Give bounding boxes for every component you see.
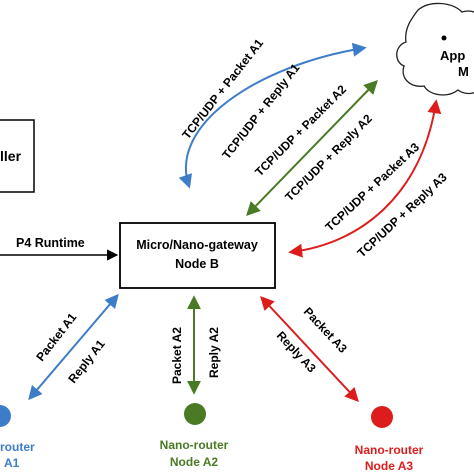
link-a1-lower: Packet A1 Reply A1 bbox=[28, 293, 119, 401]
node-a2-label-line2: Node A2 bbox=[170, 455, 219, 469]
gateway-label-line1: Micro/Nano-gateway bbox=[136, 238, 258, 252]
nano-router-a2: Nano-router Node A2 bbox=[160, 403, 229, 469]
gateway-node: Micro/Nano-gateway Node B bbox=[119, 222, 276, 289]
arrow-a3-lower bbox=[260, 295, 359, 403]
arrow-a3-upper bbox=[288, 99, 442, 258]
gateway-label-line2: Node B bbox=[175, 257, 219, 271]
cloud-label-line1: App bbox=[440, 48, 465, 63]
label-a1-reply-lower: Reply A1 bbox=[65, 337, 108, 386]
controller-label: ller bbox=[0, 148, 22, 164]
label-a2-reply-lower: Reply A2 bbox=[207, 327, 221, 378]
node-a1-label-line1: -router bbox=[0, 440, 35, 454]
application-cloud: App M bbox=[396, 2, 474, 96]
link-a2-lower: Packet A2 Reply A2 bbox=[170, 295, 221, 395]
nano-router-a1: -router A1 bbox=[0, 405, 35, 470]
nano-router-a3: Nano-router Node A3 bbox=[355, 406, 424, 473]
node-a1-dot bbox=[0, 405, 11, 427]
label-a2-packet-lower: Packet A2 bbox=[170, 327, 184, 384]
node-a3-label-line1: Nano-router bbox=[355, 443, 424, 457]
cloud-label-line2: M bbox=[458, 64, 469, 79]
node-a3-dot bbox=[371, 406, 393, 428]
node-a1-label-line2: A1 bbox=[4, 456, 20, 470]
p4-runtime-link: P4 Runtime bbox=[0, 236, 119, 261]
arrow-a1-upper bbox=[178, 42, 367, 189]
node-a2-label-line1: Nano-router bbox=[160, 438, 229, 452]
cloud-dot bbox=[441, 35, 447, 41]
node-a2-dot bbox=[184, 403, 206, 425]
link-a3-lower: Packet A3 Reply A3 bbox=[260, 295, 359, 403]
gateway-box bbox=[119, 222, 276, 289]
arrow-a1-lower bbox=[28, 293, 119, 401]
p4-runtime-label: P4 Runtime bbox=[16, 236, 85, 250]
node-a3-label-line2: Node A3 bbox=[365, 459, 414, 473]
label-a1-packet-lower: Packet A1 bbox=[33, 310, 79, 364]
cloud-shape bbox=[396, 2, 474, 96]
controller-node: ller bbox=[0, 119, 35, 193]
controller-box bbox=[0, 119, 35, 193]
